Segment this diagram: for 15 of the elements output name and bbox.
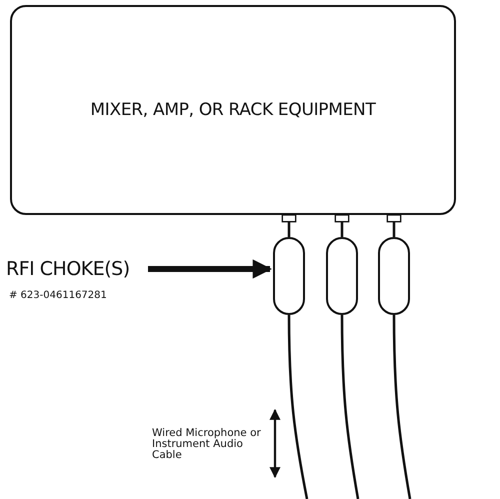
cable-note: Wired Microphone or Instrument Audio Cable: [152, 428, 262, 462]
choke-capsule: [273, 237, 305, 315]
callout-label: RFI CHOKE(S): [6, 258, 130, 280]
audio-cable: [288, 315, 308, 499]
connector-line: [282, 214, 296, 237]
box-title: MIXER, AMP, OR RACK EQUIPMENT: [90, 100, 376, 120]
audio-cable: [392, 315, 412, 499]
part-number: # 623-0461167281: [9, 290, 107, 301]
connector-line: [334, 214, 350, 237]
connector-line: [386, 214, 402, 237]
choke-capsule: [378, 237, 410, 315]
arrow: [148, 259, 272, 279]
audio-cable: [340, 315, 360, 499]
equipment-box: [10, 5, 456, 215]
choke-capsule: [326, 237, 358, 315]
